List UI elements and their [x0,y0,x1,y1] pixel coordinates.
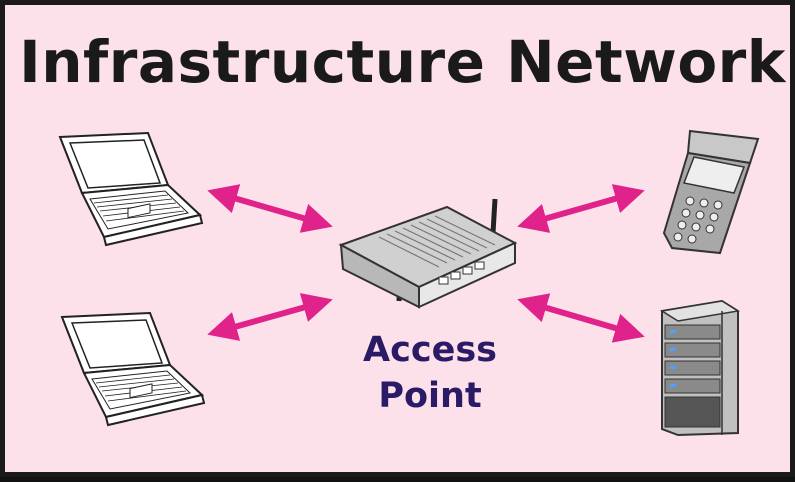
arrow-laptop-top [207,184,333,233]
connection-arrows [207,184,645,343]
router-icon [338,198,518,309]
arrow-server [517,293,645,343]
access-point-line2: Point [378,376,482,416]
diagram-title: Infrastructure Network [19,28,786,96]
laptop-bottom-icon [60,311,206,427]
server-tower-icon [659,299,741,437]
arrow-scanner [517,184,645,233]
access-point-label: Access Point [310,327,550,419]
laptop-top-icon [58,131,204,247]
network-diagram [58,129,760,437]
handheld-scanner-icon [662,129,760,255]
access-point-line1: Access [363,330,497,370]
arrow-laptop-bottom [207,293,333,341]
